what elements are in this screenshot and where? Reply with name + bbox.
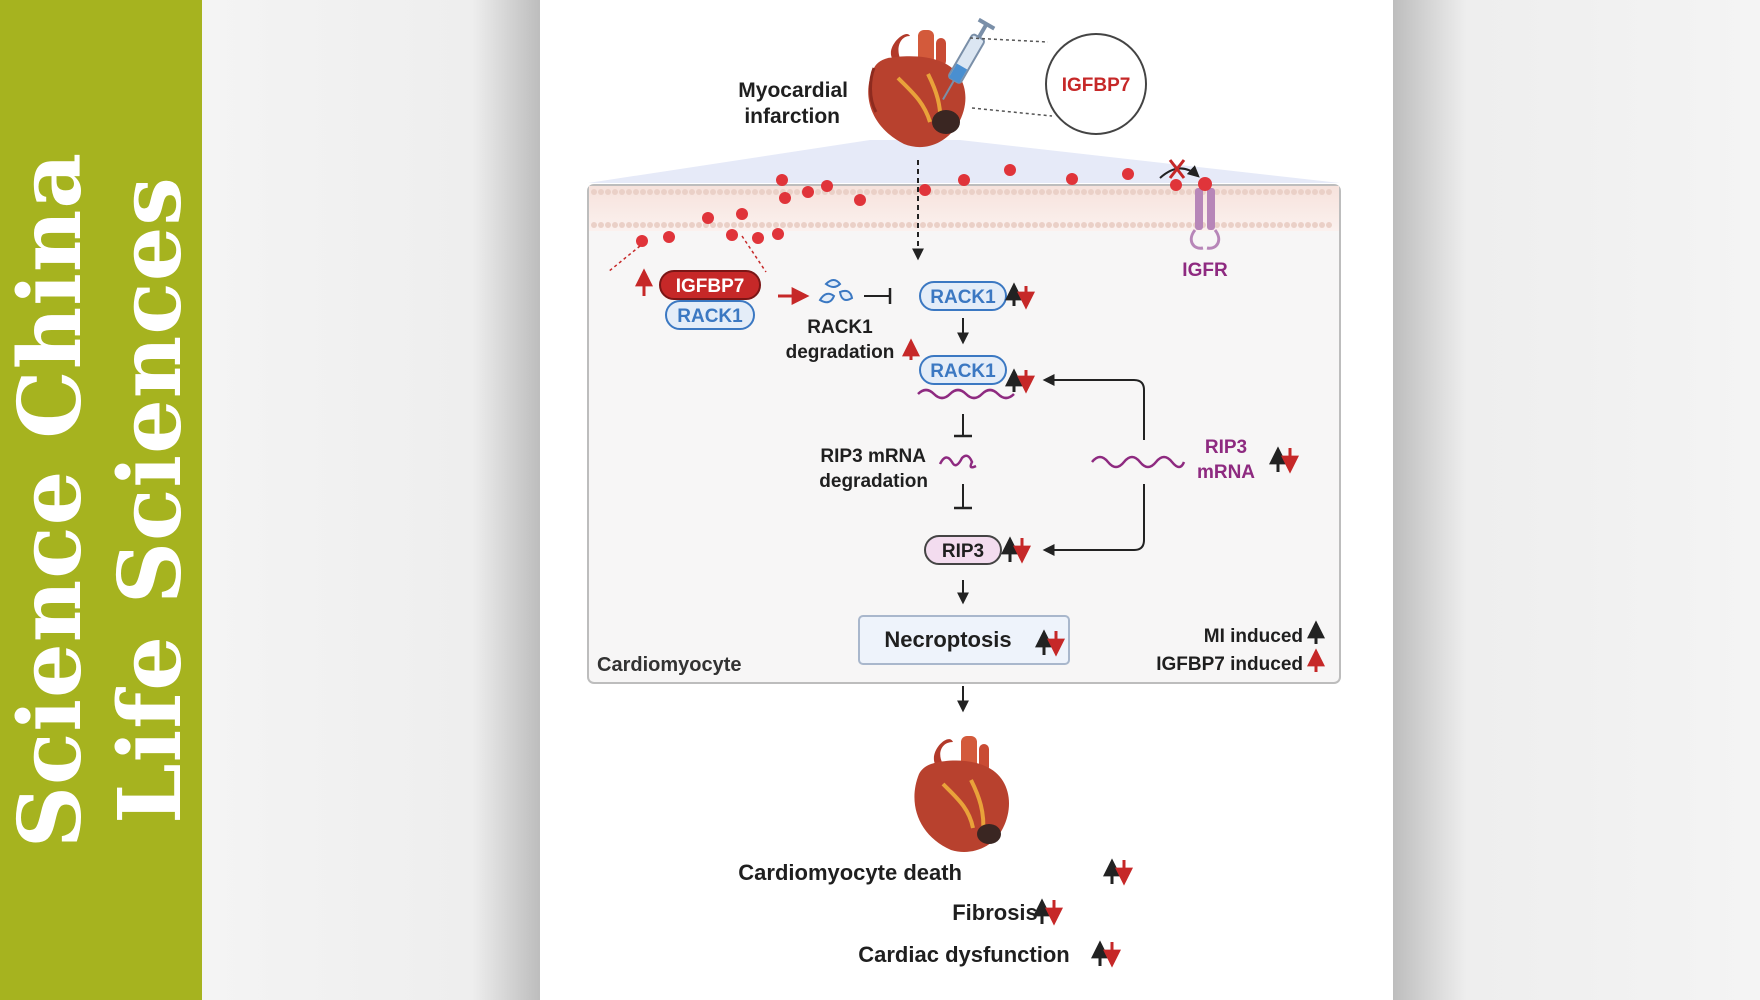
rack1-complex-pill bbox=[665, 300, 755, 330]
degraded-fragments-icon bbox=[818, 279, 854, 304]
igfbp7-complex-pill bbox=[659, 270, 761, 300]
igfr-receptor-icon bbox=[1189, 177, 1221, 250]
journal-title: Science China Life Sciences bbox=[0, 151, 201, 849]
rack1-degradation-line2: degradation bbox=[786, 342, 895, 363]
rip3-mrna-line1: RIP3 bbox=[1205, 437, 1247, 458]
background-right bbox=[1393, 0, 1760, 1000]
complex-igfbp7-label: IGFBP7 bbox=[676, 276, 745, 297]
syringe-icon bbox=[942, 17, 996, 100]
outcome-dysfunction-updown-indicator bbox=[1091, 940, 1121, 968]
mi-label-line1: Myocardial bbox=[738, 79, 848, 102]
mrna-to-rack1-arrow bbox=[1042, 374, 1145, 440]
block-cross-icon bbox=[1168, 159, 1186, 179]
diagram-panel: Myocardial infarction IGFBP7 IGFR bbox=[540, 0, 1393, 1000]
necroptosis-updown-indicator bbox=[1035, 629, 1065, 657]
pathway-diagram: Myocardial infarction IGFBP7 IGFR bbox=[587, 17, 1341, 968]
rip3-mrna-bound-wave bbox=[917, 388, 1015, 400]
signal-funnel bbox=[588, 140, 1340, 183]
igfr-label: IGFR bbox=[1182, 260, 1228, 281]
rack1-degradation-line1: RACK1 bbox=[807, 317, 873, 338]
zoom-line-top bbox=[969, 37, 1049, 43]
rip3-mrna-line2: mRNA bbox=[1197, 462, 1255, 483]
rip3-mrna-updown-indicator bbox=[1269, 446, 1299, 474]
rip3-label: RIP3 bbox=[942, 541, 984, 562]
fragmented-mrna-icon bbox=[938, 454, 977, 469]
heart-icon bbox=[868, 30, 966, 148]
journal-sidebar: Science China Life Sciences bbox=[0, 0, 202, 1000]
necroptosis-label: Necroptosis bbox=[884, 627, 1011, 652]
journal-title-line1: Science China bbox=[0, 151, 101, 849]
necroptosis-box bbox=[858, 615, 1070, 665]
outcome-death-label: Cardiomyocyte death bbox=[738, 860, 962, 885]
outcome-dysfunction-label: Cardiac dysfunction bbox=[858, 942, 1069, 967]
legend-mi-label: MI induced bbox=[1204, 626, 1303, 647]
mrna-to-rip3-arrow bbox=[1042, 484, 1145, 556]
rip3-degradation-line2: degradation bbox=[819, 471, 928, 492]
outcome-fibrosis-label: Fibrosis bbox=[952, 900, 1038, 925]
outcome-fibrosis-updown-indicator bbox=[1033, 898, 1063, 926]
zoom-line-bottom bbox=[971, 107, 1053, 117]
outcome-death-updown-indicator bbox=[1103, 858, 1133, 886]
rack1-protein-label: RACK1 bbox=[930, 287, 996, 308]
rack1-bound-updown-indicator bbox=[1005, 368, 1035, 394]
legend-igfbp7-label: IGFBP7 induced bbox=[1156, 654, 1303, 675]
complex-rack1-label: RACK1 bbox=[677, 306, 743, 327]
rack1-bound-label: RACK1 bbox=[930, 361, 996, 382]
membrane-lipids bbox=[591, 189, 1332, 228]
blocked-arrow bbox=[1159, 165, 1200, 179]
rack1-updown-indicator bbox=[1005, 282, 1035, 310]
mi-label-line2: infarction bbox=[744, 105, 840, 128]
igfbp7-particles bbox=[636, 164, 1182, 247]
rip3-updown-indicator bbox=[1001, 536, 1031, 564]
rip3-mrna-wave bbox=[1091, 455, 1186, 469]
journal-title-line2: Life Sciences bbox=[100, 176, 201, 824]
cell-label: Cardiomyocyte bbox=[597, 654, 742, 676]
rip3-degradation-line1: RIP3 mRNA bbox=[820, 446, 926, 467]
background-left bbox=[202, 0, 540, 1000]
injection-zoom-circle bbox=[1045, 33, 1147, 135]
injection-label: IGFBP7 bbox=[1062, 75, 1131, 96]
damaged-heart-icon bbox=[914, 736, 1009, 852]
